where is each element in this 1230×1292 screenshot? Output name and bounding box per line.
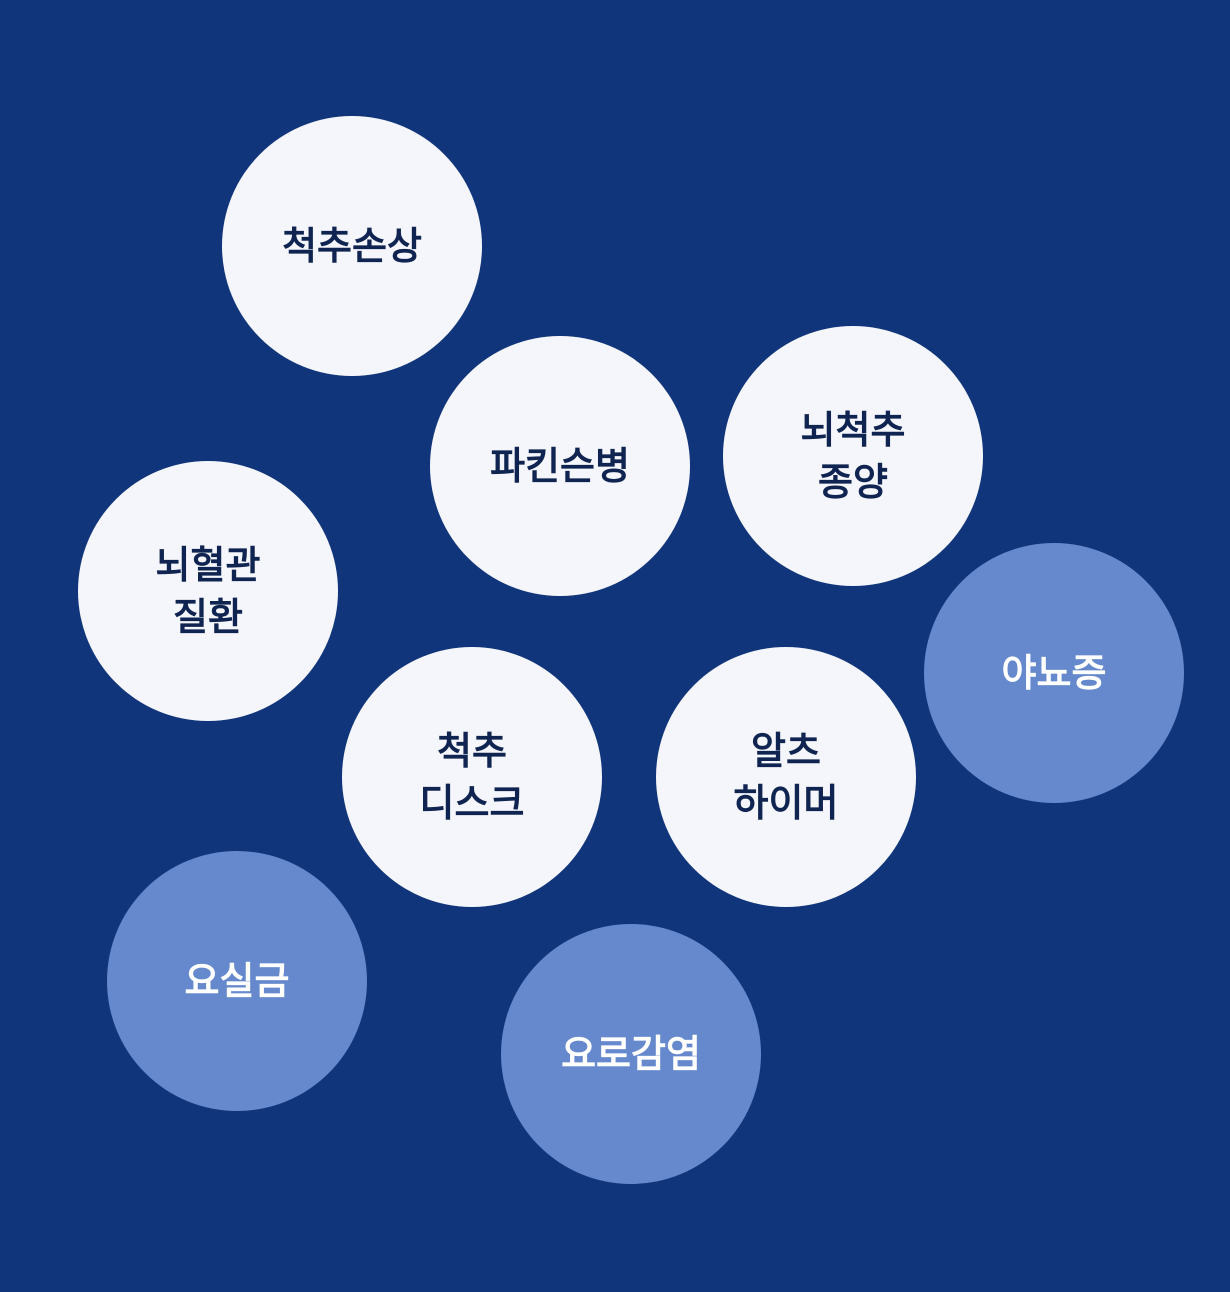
bubble-brain-spine-tumor: 뇌척추 종양 [723,326,983,586]
bubble-label-line: 척추손상 [282,224,422,268]
bubble-label: 뇌척추 종양 [801,404,906,508]
bubble-label-line: 하이머 [733,781,839,825]
bubble-label-line: 요실금 [184,959,290,1003]
bubble-label: 야뇨증 [1002,647,1107,699]
bubble-label: 척추손상 [282,220,422,272]
bubble-alzheimers: 알츠 하이머 [656,647,916,907]
bubble-label-line: 야뇨증 [1001,651,1107,695]
bubble-label-line: 질환 [173,595,243,639]
bubble-spinal-disc: 척추 디스크 [342,647,602,907]
bubble-label-line: 척추 [437,729,507,773]
bubble-label: 척추 디스크 [420,725,525,829]
bubble-label: 요로감염 [561,1028,701,1080]
bubble-label: 파킨슨병 [490,440,630,492]
bubble-label: 뇌혈관 질환 [156,539,261,643]
bubble-label-line: 알츠 [751,729,821,773]
bubble-label: 알츠 하이머 [734,725,839,829]
bubble-incontinence: 요실금 [107,851,367,1111]
bubble-label-line: 디스크 [419,781,525,825]
bubble-enuresis: 야뇨증 [924,543,1184,803]
bubble-urinary-tract-infection: 요로감염 [501,924,761,1184]
bubble-parkinsons: 파킨슨병 [430,336,690,596]
bubble-cerebrovascular-disease: 뇌혈관 질환 [78,461,338,721]
bubble-label-line: 종양 [818,460,888,504]
bubble-label-line: 요로감염 [561,1032,701,1076]
bubble-spinal-injury: 척추손상 [222,116,482,376]
bubble-label-line: 뇌척추 [800,408,906,452]
bubble-label-line: 파킨슨병 [490,444,630,488]
bubble-label-line: 뇌혈관 [155,543,261,587]
bubble-label: 요실금 [185,955,290,1007]
